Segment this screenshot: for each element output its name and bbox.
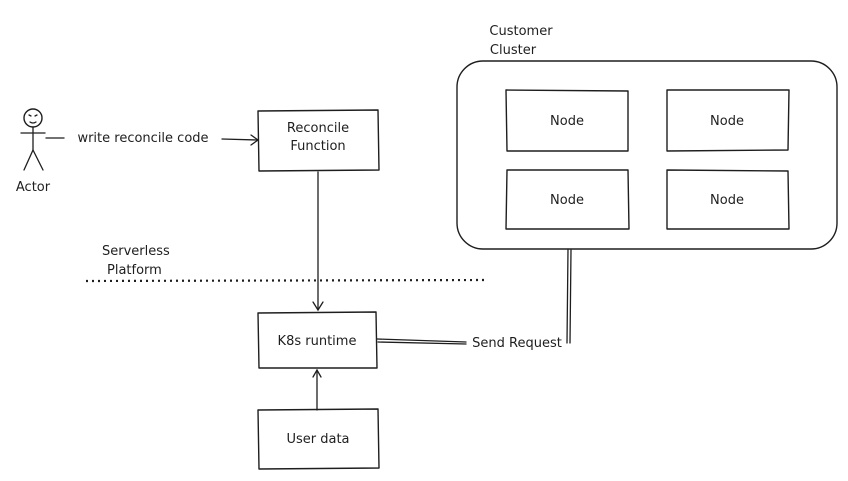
user-data-label: User data bbox=[286, 432, 349, 447]
reconcile-to-runtime-arrowhead bbox=[312, 301, 324, 312]
send-request-label: Send Request bbox=[472, 336, 562, 351]
actor-legs bbox=[23, 149, 44, 171]
send-request-line-b bbox=[377, 341, 467, 345]
write-code-arrow bbox=[221, 138, 259, 141]
send-request-line-a bbox=[376, 338, 467, 343]
platform-line1: Serverless bbox=[102, 244, 170, 259]
node-label-1: Node bbox=[550, 114, 584, 129]
actor-label: Actor bbox=[16, 180, 51, 195]
actor-head bbox=[23, 108, 43, 128]
reconcile-line1: Reconcile bbox=[287, 121, 349, 136]
reconcile-function-box bbox=[257, 109, 380, 172]
cluster-edge-line-a bbox=[566, 248, 569, 344]
node-box-4 bbox=[666, 169, 790, 230]
cluster-edge-line-b bbox=[569, 249, 572, 344]
customer-cluster-box bbox=[456, 60, 838, 250]
userdata-to-runtime-arrowhead bbox=[312, 368, 322, 378]
runtime-label: K8s runtime bbox=[278, 334, 357, 349]
k8s-runtime-box bbox=[257, 311, 378, 369]
cluster-title-line2: Cluster bbox=[490, 43, 537, 58]
actor-figure bbox=[20, 108, 46, 171]
node-label-2: Node bbox=[710, 114, 744, 129]
platform-boundary bbox=[85, 278, 489, 283]
user-data-box bbox=[257, 408, 380, 470]
platform-line2: Platform bbox=[107, 263, 162, 278]
node-label-4: Node bbox=[710, 193, 744, 208]
node-box-2 bbox=[666, 89, 790, 152]
cluster-title-line1: Customer bbox=[489, 24, 553, 39]
node-box-1 bbox=[505, 89, 629, 152]
node-box-3 bbox=[505, 169, 630, 230]
actor-face bbox=[28, 114, 38, 124]
reconcile-line2: Function bbox=[290, 139, 345, 154]
node-label-3: Node bbox=[550, 193, 584, 208]
write-code-label: write reconcile code bbox=[77, 131, 208, 146]
